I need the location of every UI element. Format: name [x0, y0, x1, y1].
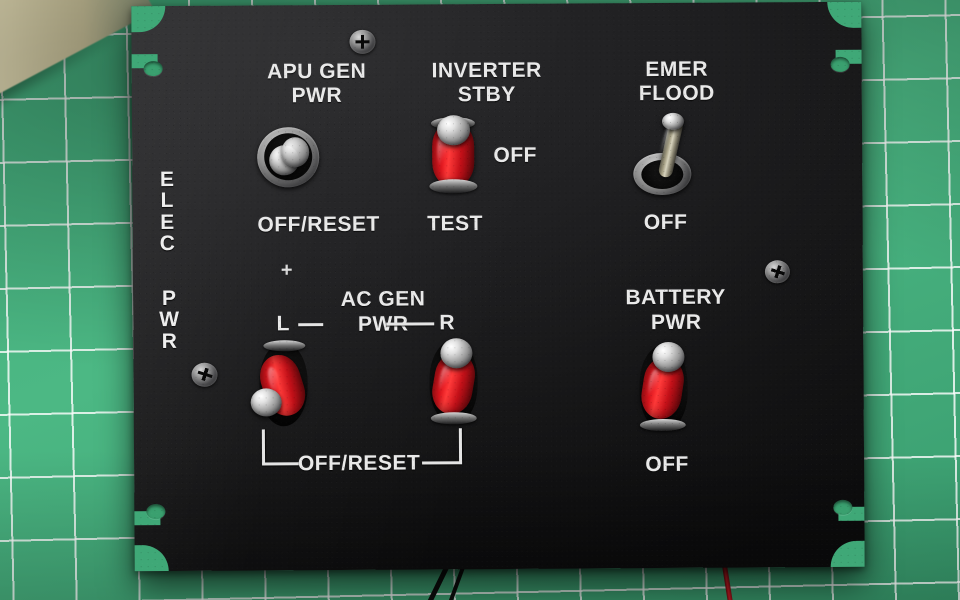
pwr-label-vertical: P W R — [159, 286, 180, 353]
screw-left-middle — [191, 362, 218, 387]
emer-flood-title-line2: FLOOD — [638, 81, 715, 106]
ac-gen-right-label: R — [439, 311, 456, 335]
emer-flood-title-line1: EMER — [645, 57, 709, 82]
apu-gen-pwr-switch[interactable] — [257, 127, 321, 189]
ac-gen-right-ring-bottom — [430, 412, 477, 425]
battery-pwr-bottom-label: OFF — [645, 452, 689, 477]
ac-gen-bracket-right-vertical — [458, 428, 463, 465]
inverter-stby-ring-bottom — [429, 179, 478, 194]
elec-letter-e1: E — [159, 167, 175, 192]
mount-ear-top-left — [131, 6, 209, 84]
ac-gen-rule-right — [386, 322, 435, 326]
screw-right-middle — [764, 260, 790, 284]
mount-hole-top-left — [143, 61, 163, 77]
ac-gen-pwr-bottom-label: OFF/RESET — [297, 451, 421, 476]
ac-gen-left-label: L — [276, 312, 290, 336]
elec-letter-c: C — [159, 232, 175, 256]
mount-hole-bottom-left — [146, 504, 166, 520]
ac-gen-right-ball — [440, 338, 473, 369]
mount-hole-top-right — [830, 56, 850, 72]
inverter-stby-title-line2: STBY — [457, 82, 516, 107]
ac-gen-pwr-left-switch[interactable] — [250, 340, 320, 430]
inverter-stby-title-line1: INVERTER — [431, 58, 542, 83]
battery-pwr-switch[interactable] — [633, 341, 704, 433]
inverter-stby-switch[interactable] — [426, 115, 482, 195]
ac-gen-left-ring-top — [263, 340, 306, 352]
apu-gen-pwr-ball-back — [281, 137, 310, 168]
plus-reference-mark: + — [280, 259, 293, 282]
ac-gen-rule-left — [298, 323, 324, 327]
pwr-letter-r: R — [161, 329, 177, 353]
emer-flood-lever-tip — [661, 112, 685, 130]
ac-gen-pwr-right-switch[interactable] — [423, 334, 490, 426]
mount-ear-bottom-left — [134, 493, 212, 572]
pwr-letter-w: W — [159, 308, 180, 332]
apu-gen-pwr-title-line1: APU GEN — [267, 59, 367, 84]
mount-ear-top-right — [783, 1, 862, 80]
apu-gen-pwr-title-line2: PWR — [291, 83, 343, 108]
mount-ear-bottom-right — [786, 489, 865, 567]
mount-hole-bottom-right — [833, 499, 853, 515]
battery-pwr-title-line2: PWR — [650, 310, 702, 335]
battery-pwr-ball — [652, 341, 685, 373]
apu-gen-pwr-bottom-label: OFF/RESET — [257, 212, 380, 237]
battery-pwr-ring-bottom — [639, 418, 686, 432]
emer-flood-switch[interactable] — [630, 111, 711, 199]
ac-gen-pwr-title-line1: AC GEN — [340, 287, 426, 311]
emer-flood-bottom-label: OFF — [643, 210, 688, 235]
inverter-stby-bottom-label: TEST — [427, 212, 484, 236]
battery-pwr-title-line1: BATTERY — [625, 285, 726, 310]
screw-top-center — [349, 29, 376, 54]
elec-letter-e2: E — [160, 210, 175, 234]
inverter-stby-ball — [436, 115, 471, 146]
elec-letter-l: L — [160, 189, 174, 213]
ac-gen-bracket-left-vertical — [261, 429, 266, 466]
elec-pwr-panel: E L E C P W R APU GEN PWR OFF/RESET INVE… — [131, 1, 865, 572]
inverter-stby-side-label: OFF — [493, 143, 538, 168]
pwr-letter-p: P — [161, 286, 177, 311]
elec-label-vertical: E L E C — [159, 167, 175, 256]
ac-gen-left-ball — [250, 388, 282, 417]
